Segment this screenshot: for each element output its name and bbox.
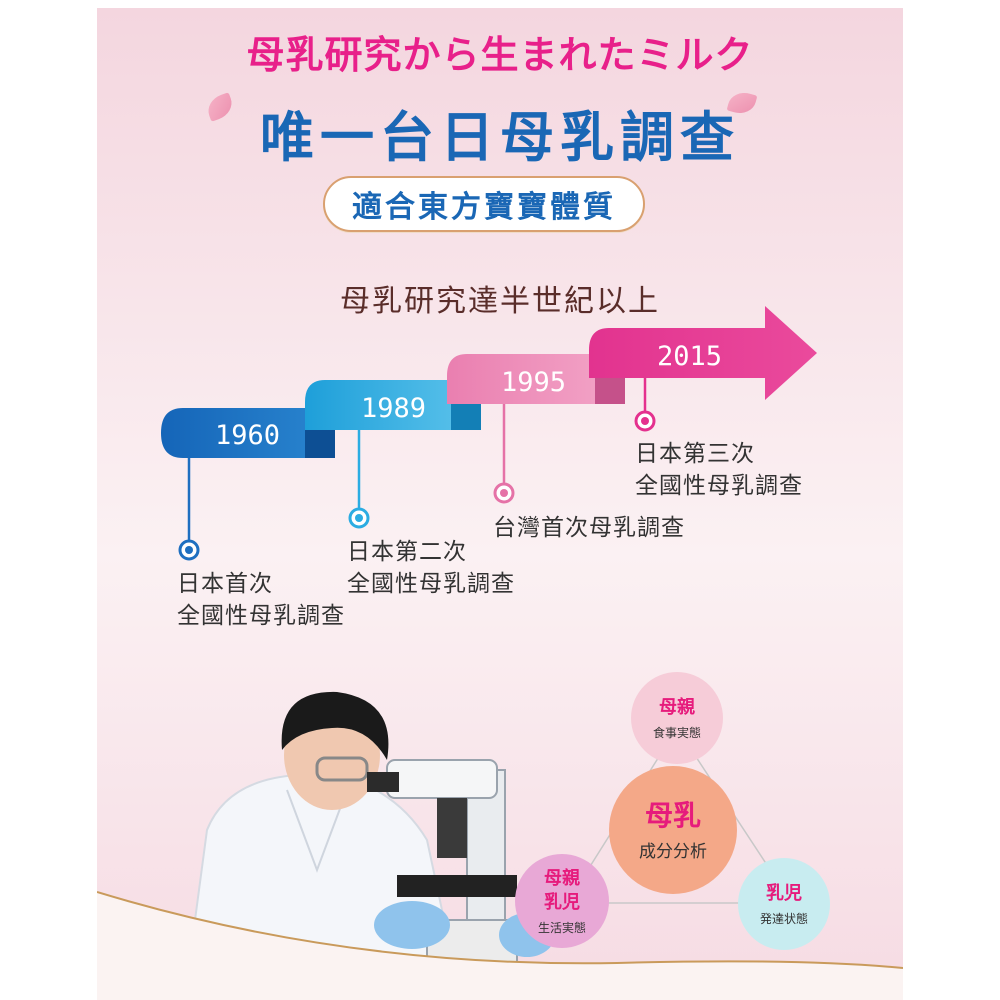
timeline-segment-1995: 1995 xyxy=(447,354,625,504)
event-1989-line1: 日本第二次 xyxy=(347,539,467,565)
timeline-heading: 母乳研究達半世紀以上 xyxy=(340,284,660,319)
node-infant-dev-sub: 発達状態 xyxy=(759,911,808,926)
node-mother-infant-title2: 乳児 xyxy=(544,891,580,913)
diagram-node-mother-diet: 母親 食事実態 xyxy=(631,672,723,764)
year-label-1960: 1960 xyxy=(215,420,280,451)
year-label-1989: 1989 xyxy=(361,393,426,424)
event-2015-line2: 全國性母乳調查 xyxy=(635,473,803,499)
timeline-segment-1989: 1989 xyxy=(305,380,481,529)
feature-badge: 適合東方寶寶體質 xyxy=(323,176,645,232)
event-1960-line2: 全國性母乳調查 xyxy=(177,603,345,629)
event-label-1989: 日本第二次 全國性母乳調查 xyxy=(347,536,515,600)
year-label-2015: 2015 xyxy=(657,341,722,372)
year-label-1995: 1995 xyxy=(501,367,566,398)
timeline-segment-2015: 2015 xyxy=(589,306,817,432)
event-1960-line1: 日本首次 xyxy=(177,571,273,597)
timeline-segment-1960: 1960 xyxy=(161,408,335,561)
event-label-1960: 日本首次 全國性母乳調查 xyxy=(177,568,345,632)
content-panel: 母乳研究から生まれたミルク 唯一台日母乳調查 適合東方寶寶體質 母乳研究達半世紀… xyxy=(97,8,903,1000)
diagram-node-infant-development: 乳児 発達状態 xyxy=(738,858,830,950)
event-label-2015: 日本第三次 全國性母乳調查 xyxy=(635,438,803,502)
node-mother-infant-title1: 母親 xyxy=(544,867,580,889)
event-2015-line1: 日本第三次 xyxy=(635,441,755,467)
diagram-node-breastmilk-center: 母乳 成分分析 xyxy=(609,766,737,894)
node-breastmilk-title: 母乳 xyxy=(644,798,701,832)
node-breastmilk-sub: 成分分析 xyxy=(639,841,707,862)
japanese-title: 母乳研究から生まれたミルク xyxy=(246,33,754,77)
bottom-curve-decoration xyxy=(97,891,903,1000)
node-mother-diet-title: 母親 xyxy=(659,696,695,718)
event-label-1995: 台灣首次母乳調查 xyxy=(493,512,685,544)
main-title: 唯一台日母乳調查 xyxy=(260,106,740,169)
node-mother-diet-sub: 食事実態 xyxy=(652,725,701,740)
node-infant-dev-title: 乳児 xyxy=(766,882,802,904)
node-mother-infant-sub: 生活実態 xyxy=(537,920,586,935)
event-1995-line1: 台灣首次母乳調查 xyxy=(493,515,685,541)
event-1989-line2: 全國性母乳調查 xyxy=(347,571,515,597)
timeline-graphic: 1960 1989 1995 2015 xyxy=(161,306,817,561)
diagram-node-mother-infant-life: 母親 乳児 生活実態 xyxy=(515,854,609,948)
